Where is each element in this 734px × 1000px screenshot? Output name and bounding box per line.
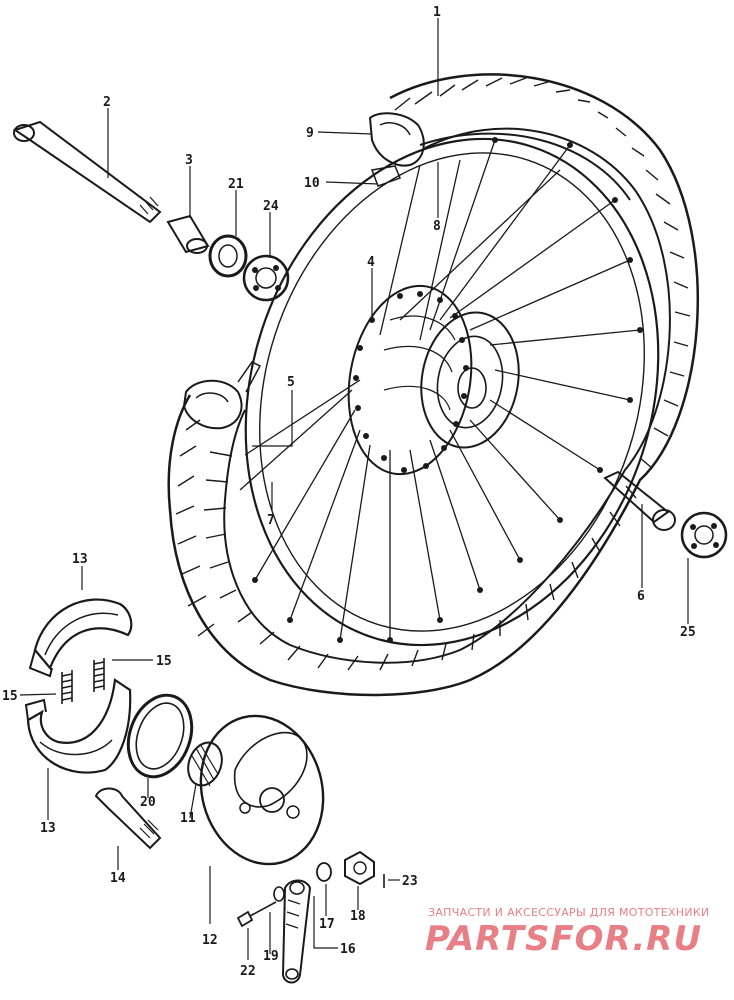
watermark-tagline: ЗАПЧАСТИ И АКСЕССУАРЫ ДЛЯ МОТОТЕХНИКИ xyxy=(428,906,710,919)
callout-25: 25 xyxy=(680,625,696,640)
callout-16: 16 xyxy=(340,942,356,957)
callout-12: 12 xyxy=(202,933,218,948)
brake-shoe-lower xyxy=(24,678,132,774)
callout-4: 4 xyxy=(367,255,375,270)
callout-5: 5 xyxy=(287,375,295,390)
callout-15-left: 15 xyxy=(2,689,18,704)
callout-8: 8 xyxy=(433,219,441,234)
hub-flange xyxy=(347,284,473,476)
brake-shoe-upper xyxy=(28,598,133,678)
bolt xyxy=(236,901,277,928)
dust-seal xyxy=(208,234,248,278)
brake-spring-left xyxy=(61,670,73,704)
callout-labels: 1 2 3 21 24 9 10 8 4 5 7 6 25 13 15 15 1… xyxy=(2,5,696,979)
nut xyxy=(344,850,375,886)
washer-small xyxy=(273,886,285,902)
hub-bore xyxy=(457,367,487,409)
tire-cut-bottom xyxy=(182,361,262,430)
brake-spring-right xyxy=(93,658,105,692)
callout-13-lower: 13 xyxy=(40,821,56,836)
bearing-left xyxy=(242,254,290,302)
spacer-collar xyxy=(166,214,210,254)
callout-13-upper: 13 xyxy=(72,552,88,567)
callout-10: 10 xyxy=(304,176,320,191)
inner-tube xyxy=(419,132,631,201)
callout-19: 19 xyxy=(263,949,279,964)
callout-18: 18 xyxy=(350,909,366,924)
callout-20: 20 xyxy=(140,795,156,810)
brake-arm xyxy=(281,879,312,984)
callout-14: 14 xyxy=(110,871,126,886)
tire-tread xyxy=(175,77,691,671)
callout-24: 24 xyxy=(263,199,279,214)
hub-drum xyxy=(420,311,520,449)
seal-ring xyxy=(126,693,194,779)
axle xyxy=(12,120,162,224)
watermark: ЗАПЧАСТИ И АКСЕССУАРЫ ДЛЯ МОТОТЕХНИКИ PA… xyxy=(425,906,710,959)
hub-assembly xyxy=(239,137,643,643)
tire xyxy=(167,73,699,697)
callout-21: 21 xyxy=(228,177,244,192)
callout-17: 17 xyxy=(319,917,335,932)
callout-15-right: 15 xyxy=(156,654,172,669)
callout-11: 11 xyxy=(180,811,196,826)
callout-9: 9 xyxy=(306,126,314,141)
spoke-nipples xyxy=(252,137,643,643)
callout-7: 7 xyxy=(267,513,275,528)
lock-washer xyxy=(316,862,332,882)
leader-lines xyxy=(19,18,689,960)
axle-collar-right xyxy=(603,470,676,531)
brake-panel xyxy=(199,714,325,866)
callout-3: 3 xyxy=(185,153,193,168)
callout-1: 1 xyxy=(433,5,441,20)
callout-2: 2 xyxy=(103,95,111,110)
watermark-logo: PARTSFOR.RU xyxy=(425,919,702,959)
callout-22: 22 xyxy=(240,964,256,979)
tire-cut-top xyxy=(368,112,425,167)
callout-6-right: 6 xyxy=(637,589,645,604)
wheel-assembly xyxy=(167,73,699,697)
bearing-right xyxy=(680,511,728,559)
callout-23: 23 xyxy=(402,874,418,889)
spokes xyxy=(239,139,641,641)
brake-cam xyxy=(94,787,162,850)
rim xyxy=(244,137,660,647)
